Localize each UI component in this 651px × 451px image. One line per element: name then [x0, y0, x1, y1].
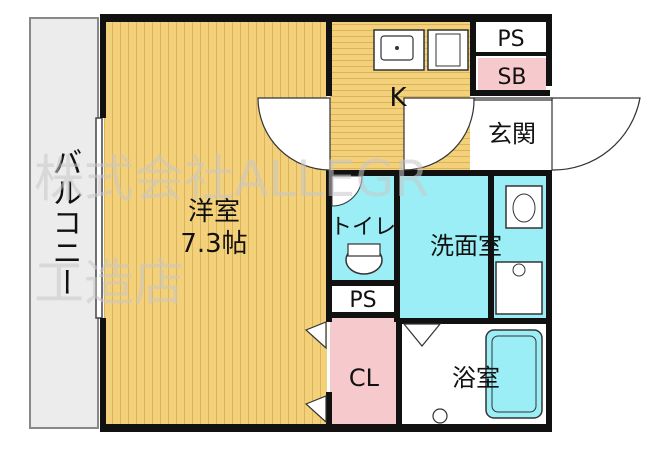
ps-mid-label: PS — [349, 288, 376, 313]
balcony-label: バルコニー — [47, 147, 82, 297]
kitchen-door-swing — [403, 97, 475, 171]
western-door-swing — [257, 97, 331, 171]
sb-label: SB — [497, 65, 526, 90]
entrance-label: 玄関 — [488, 120, 536, 148]
washroom-label: 洗面室 — [430, 232, 502, 260]
bathroom-label: 浴室 — [452, 364, 500, 392]
balcony-rail — [95, 117, 103, 319]
ps-top-label: PS — [497, 27, 524, 52]
doors — [257, 97, 641, 424]
bathtub-inner — [491, 335, 537, 413]
toilet-tank — [347, 243, 381, 257]
closet-floor — [330, 316, 398, 424]
bathtub — [485, 329, 543, 419]
walls — [100, 14, 552, 432]
sink-drain — [395, 46, 399, 50]
closet-door-bottom — [304, 395, 327, 424]
ps-top-box — [476, 22, 546, 52]
washbasin-bowl — [512, 193, 536, 223]
balcony-area — [29, 17, 99, 429]
ps-mid-box — [332, 286, 394, 312]
entrance-floor — [472, 96, 548, 176]
entrance-door-swing — [551, 97, 641, 171]
toilet-door-swing — [331, 175, 363, 207]
bath-door — [402, 323, 442, 347]
watermark-line1: 株式会社ALLEGR — [34, 150, 429, 208]
western-room-size: 7.3帖 — [180, 229, 247, 259]
closet-label: CL — [349, 364, 380, 392]
kitchen-label: K — [389, 83, 407, 113]
stove-grill — [435, 33, 461, 67]
closet-door-top — [304, 321, 327, 350]
western-room-floor — [104, 22, 327, 424]
watermark-line2: 工造店 — [34, 254, 184, 312]
washer-drain — [512, 263, 526, 277]
sb-floor — [478, 58, 546, 94]
toilet-label: トイレ — [330, 215, 396, 240]
bath-faucet — [432, 408, 448, 424]
western-room-name: 洋室 — [188, 197, 240, 227]
